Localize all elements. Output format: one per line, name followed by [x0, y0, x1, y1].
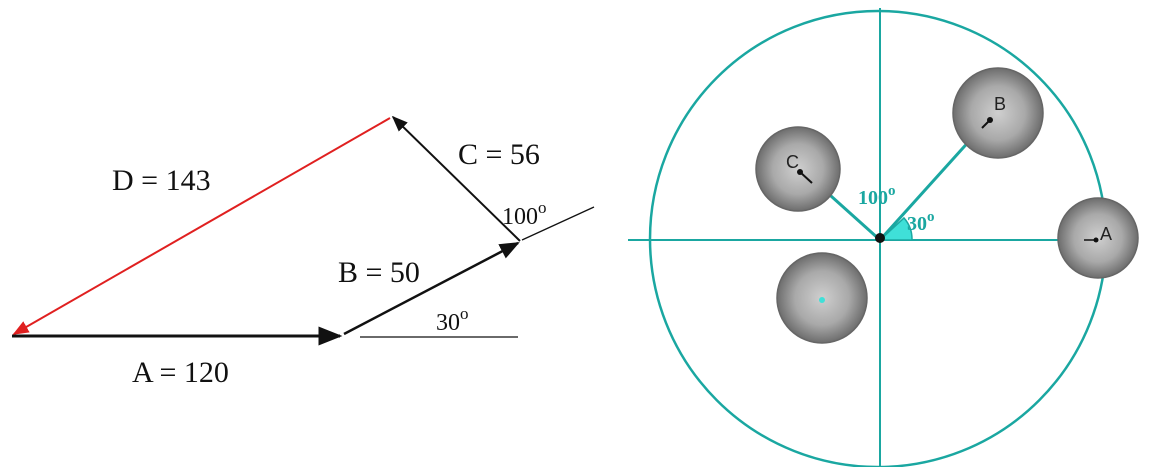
- angle-30-value: 30: [436, 310, 460, 336]
- rotor-layout: C B A 100o 30o: [628, 8, 1139, 467]
- layout-angle-30-label: 30o: [907, 209, 935, 235]
- vector-polygon: A = 120 B = 50 C = 56 D = 143 30o 100o: [12, 115, 595, 389]
- layout-angle-30-value: 30: [907, 213, 927, 235]
- angle-wedge-30: [878, 216, 913, 241]
- mass-B-pointer: [981, 119, 991, 129]
- layout-angle-100-label: 100o: [858, 183, 896, 209]
- vector-C: [391, 115, 521, 242]
- mass-A-label: A: [1100, 224, 1112, 244]
- vector-D-resultant: [12, 117, 391, 335]
- mass-C: [755, 126, 841, 212]
- angle-100-degree: o: [538, 198, 547, 217]
- mass-A: [1057, 197, 1139, 279]
- mass-C-label: C: [786, 152, 799, 172]
- layout-angle-30-degree: o: [927, 209, 935, 225]
- angle-30-degree: o: [460, 304, 469, 323]
- mass-B: [952, 67, 1044, 159]
- layout-angle-100-degree: o: [888, 183, 896, 199]
- label-D: D = 143: [112, 164, 211, 197]
- balance-mass-dot: [819, 297, 825, 303]
- label-B: B = 50: [338, 256, 420, 289]
- angle-100-label: 100o: [502, 198, 547, 230]
- mass-B-label: B: [994, 94, 1006, 114]
- center-hub: [875, 233, 885, 243]
- label-C: C = 56: [458, 138, 540, 171]
- layout-angle-100-value: 100: [858, 187, 888, 209]
- vector-B: [343, 241, 520, 336]
- angle-30-label: 30o: [436, 304, 469, 336]
- mass-C-pointer: [799, 171, 813, 184]
- label-A: A = 120: [132, 356, 229, 389]
- reference-line-100: [521, 206, 595, 241]
- angle-100-value: 100: [502, 204, 538, 230]
